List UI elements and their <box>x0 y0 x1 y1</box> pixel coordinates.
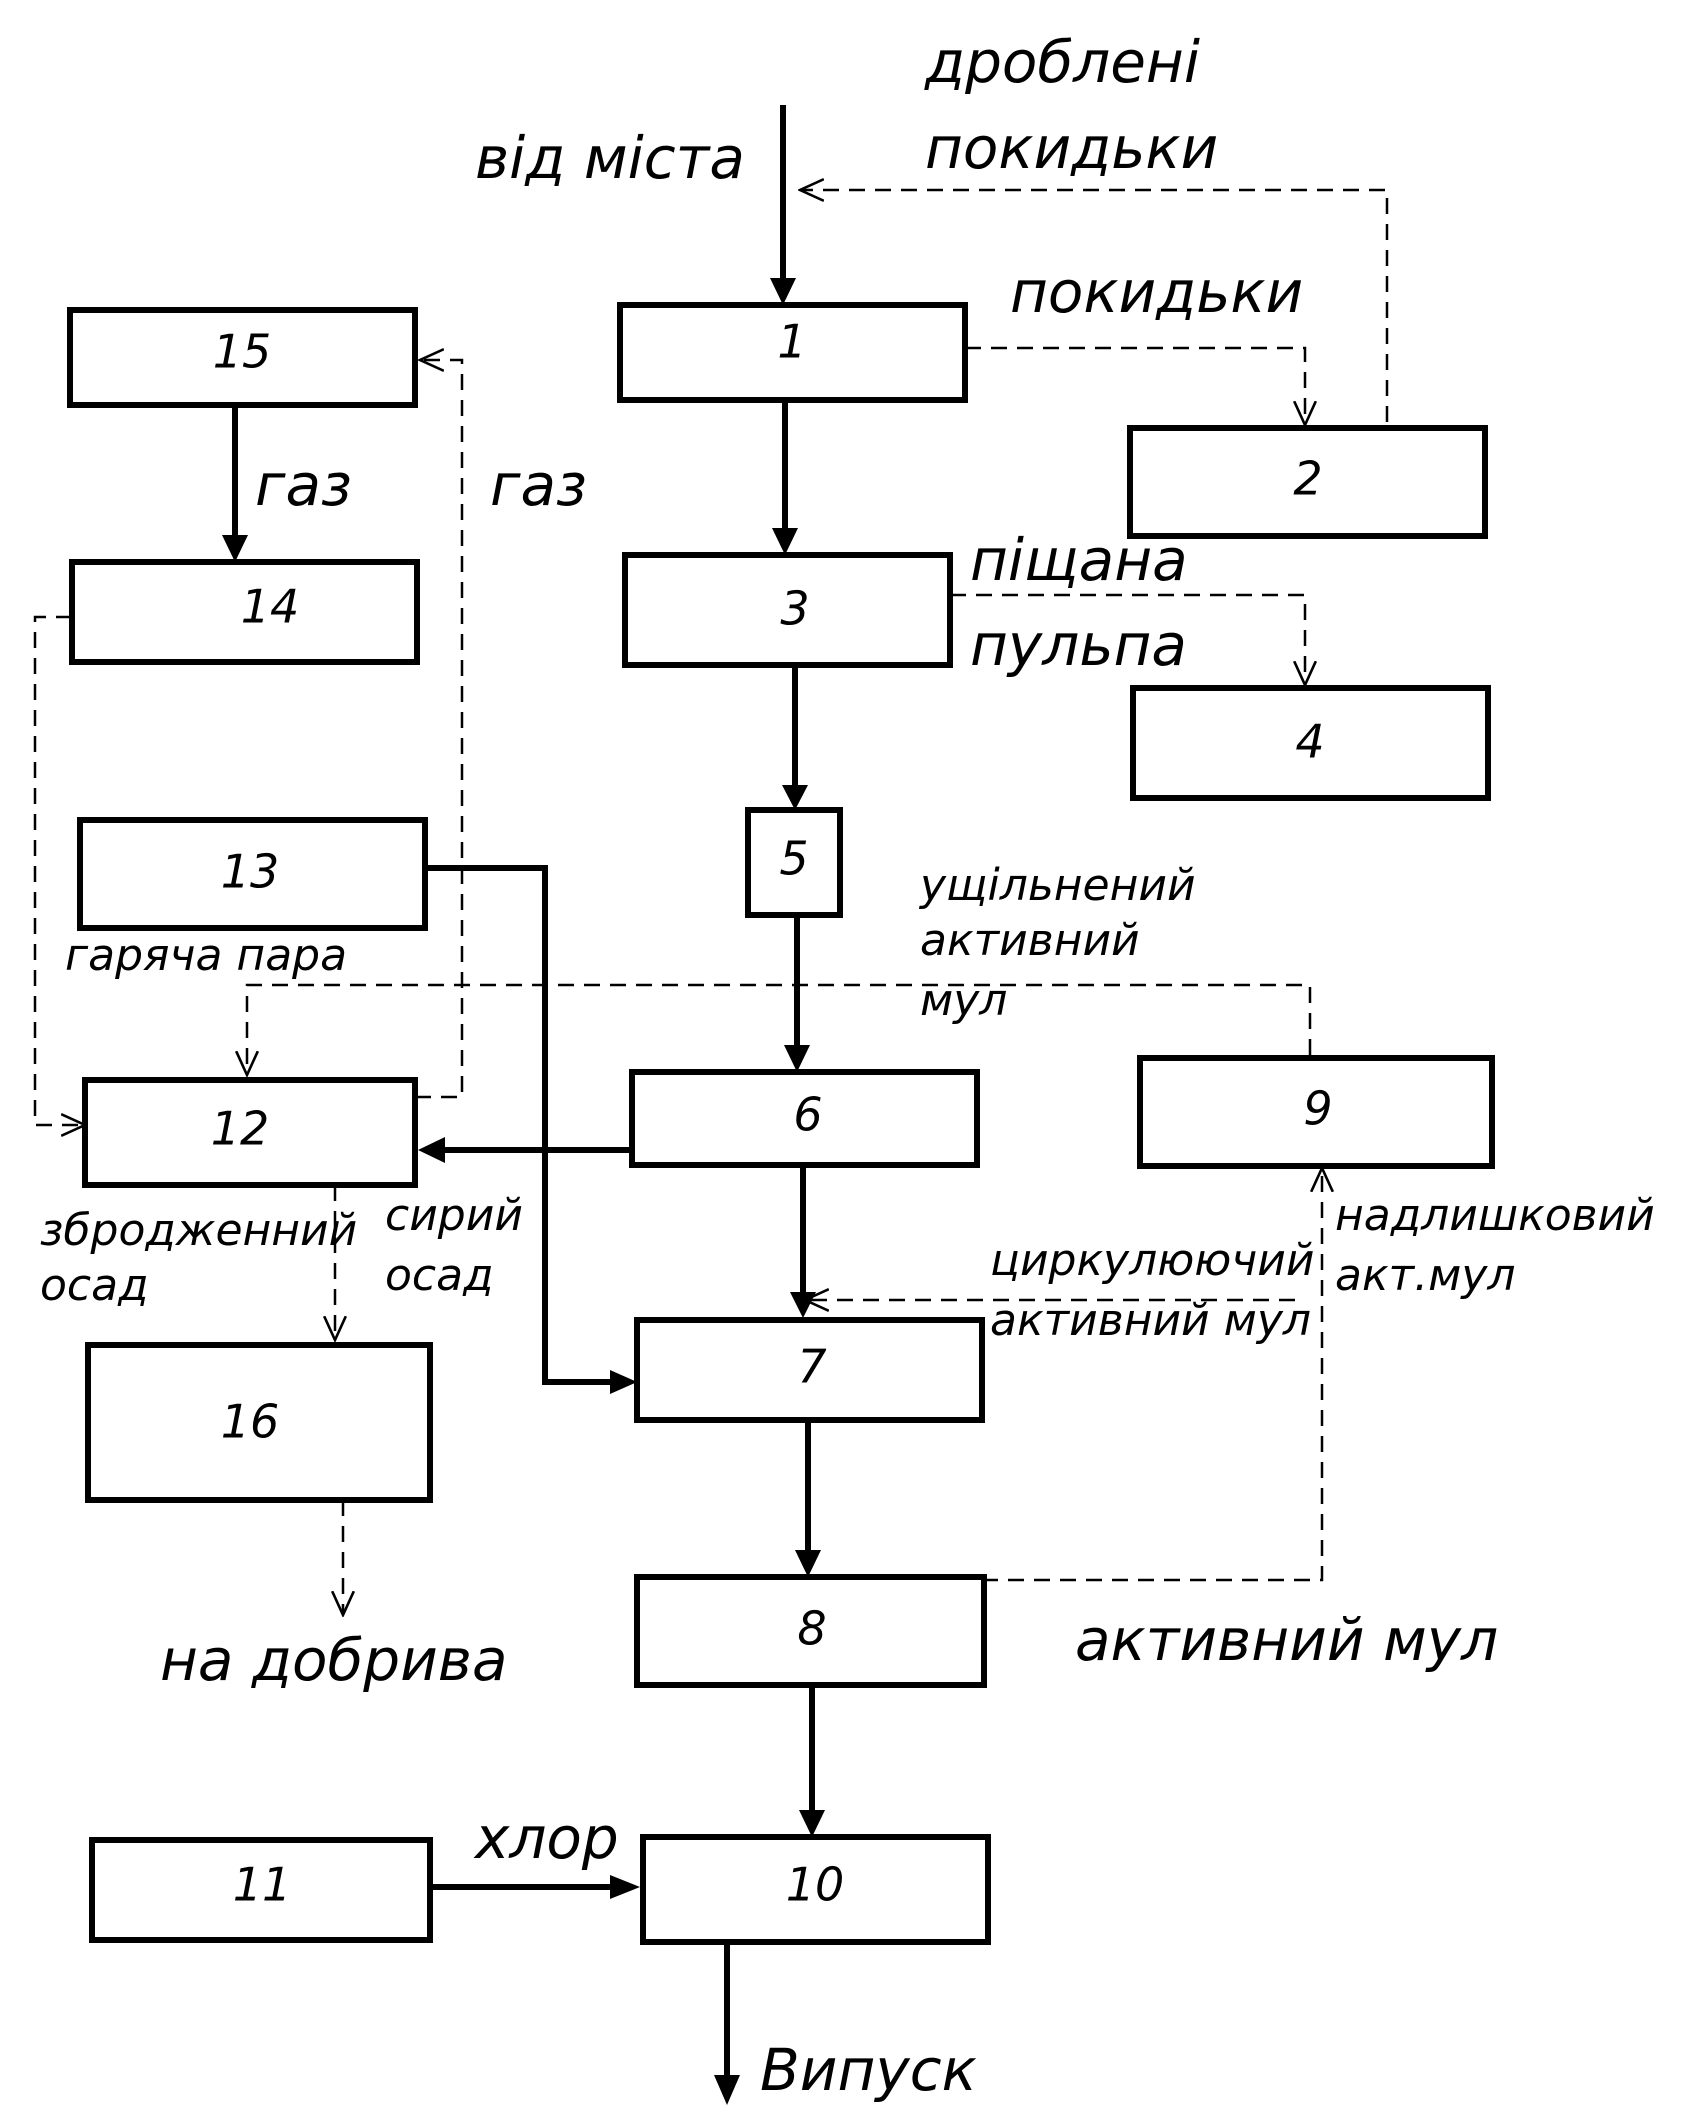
label-gas-left: газ <box>255 451 352 519</box>
block-8-label: 8 <box>797 1602 826 1656</box>
labels: від міста дроблені покидьки покидьки газ… <box>40 28 1655 2104</box>
block-1-label: 1 <box>777 315 806 369</box>
main-flow-lines <box>222 105 825 2105</box>
block-7-label: 7 <box>797 1340 826 1394</box>
label-outlet: Випуск <box>760 2036 977 2104</box>
block-2-label: 2 <box>1293 452 1322 506</box>
block-15-label: 15 <box>213 325 272 379</box>
label-digested-sediment-line2: осад <box>40 1260 149 1311</box>
label-from-city: від міста <box>475 124 745 192</box>
arrowhead-outlet <box>714 2075 740 2105</box>
label-chlorine: хлор <box>473 1804 619 1872</box>
arrowhead-into-10 <box>799 1810 825 1837</box>
block-14-label: 14 <box>241 580 300 634</box>
arrowhead-into-14 <box>222 535 248 562</box>
arrowhead-into-1 <box>770 278 796 305</box>
block-9-label: 9 <box>1303 1082 1332 1136</box>
block-13: 13 <box>77 817 428 931</box>
block-1: 1 <box>617 302 968 403</box>
block-5-label: 5 <box>779 832 808 886</box>
label-waste: покидьки <box>1010 258 1303 326</box>
label-activated-sludge: активний мул <box>1075 1606 1498 1674</box>
arrowhead-into-3 <box>772 528 798 555</box>
block-2: 2 <box>1127 425 1488 539</box>
label-digested-sediment-line1: збродженний <box>40 1205 357 1256</box>
label-crushed-waste-line2: покидьки <box>925 114 1218 182</box>
label-compacted-sludge-line2: активний <box>920 915 1140 966</box>
arrowhead-into-12 <box>418 1137 445 1163</box>
block-3: 3 <box>622 552 953 668</box>
label-compacted-sludge-line3: мул <box>920 975 1007 1026</box>
block-9: 9 <box>1137 1055 1495 1169</box>
block-6-label: 6 <box>793 1088 822 1142</box>
label-excess-sludge-line2: акт.мул <box>1335 1250 1516 1301</box>
block-4: 4 <box>1130 685 1491 801</box>
dashed-14-to-12 <box>33 615 85 1125</box>
label-crushed-waste-line1: дроблені <box>924 28 1200 96</box>
block-4-label: 4 <box>1295 715 1324 769</box>
block-12: 12 <box>82 1077 418 1188</box>
label-raw-sediment-line1: сирий <box>385 1190 523 1241</box>
label-circulating-sludge-line1: циркулюючий <box>990 1235 1314 1286</box>
block-16: 16 <box>85 1342 433 1503</box>
block-8: 8 <box>634 1574 987 1688</box>
dashed-8-to-9 <box>982 1168 1322 1582</box>
label-sand-pulp-line1: піщана <box>970 526 1188 594</box>
block-14: 14 <box>69 559 420 665</box>
block-7: 7 <box>634 1317 985 1423</box>
label-sand-pulp-line2: пульпа <box>970 611 1187 679</box>
arrowhead-into-6 <box>784 1045 810 1072</box>
label-to-fertilizers: на добрива <box>160 1626 508 1694</box>
arrowhead-into-7 <box>790 1292 816 1318</box>
arrowhead-into-8 <box>795 1550 821 1577</box>
block-16-label: 16 <box>221 1395 280 1449</box>
block-3-label: 3 <box>780 582 809 636</box>
block-11: 11 <box>89 1837 433 1943</box>
dashed-12-to-15 <box>415 360 464 1099</box>
dashed-flow-lines <box>33 190 1389 1615</box>
arrowhead-into-5 <box>782 785 808 810</box>
label-compacted-sludge-line1: ущільнений <box>918 860 1196 911</box>
label-gas-right: газ <box>490 451 587 519</box>
dashed-3-to-4 <box>950 593 1305 685</box>
label-hot-steam: гаряча пара <box>65 930 347 981</box>
flow-13-to-7 <box>428 865 615 1385</box>
label-excess-sludge-line1: надлишковий <box>1335 1190 1655 1241</box>
block-13-label: 13 <box>221 845 280 899</box>
block-11-label: 11 <box>233 1858 292 1912</box>
block-10: 10 <box>640 1834 991 1945</box>
dashed-9-to-12 <box>247 983 1312 1075</box>
block-12-label: 12 <box>211 1102 270 1156</box>
arrowhead-into-10-side <box>610 1875 640 1899</box>
block-5: 5 <box>745 807 843 918</box>
label-raw-sediment-line2: осад <box>385 1250 494 1301</box>
block-15: 15 <box>67 307 418 408</box>
label-circulating-sludge-line2: активний мул <box>990 1295 1311 1346</box>
dashed-1-to-2 <box>965 346 1305 425</box>
block-10-label: 10 <box>786 1858 845 1912</box>
arrowhead-into-7-side <box>610 1370 637 1394</box>
block-6: 6 <box>629 1069 980 1168</box>
